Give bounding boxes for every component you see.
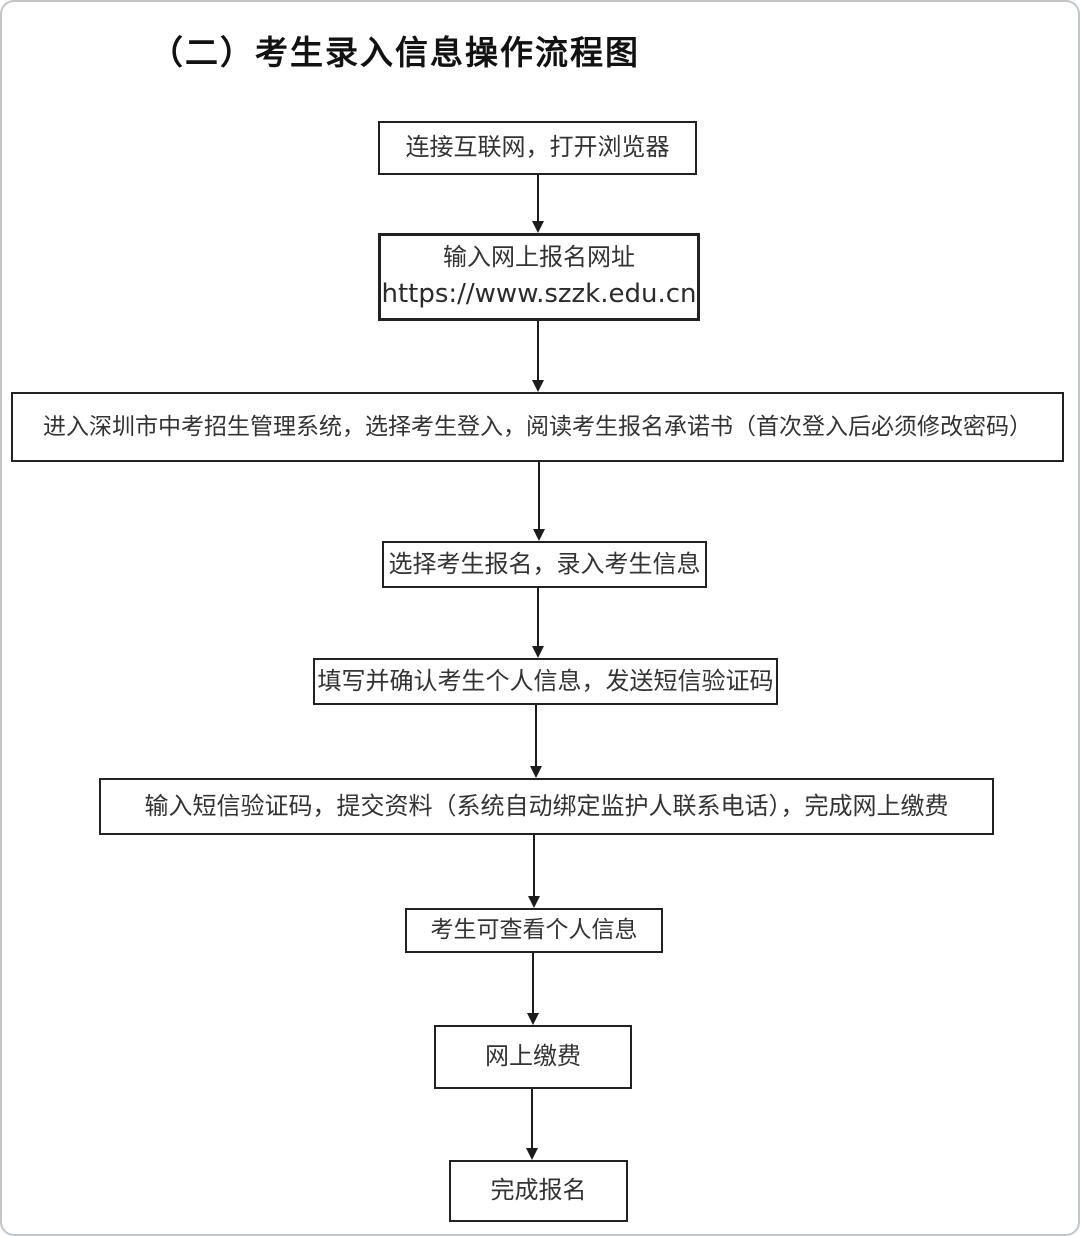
- step-select-registration: 选择考生报名，录入考生信息: [382, 541, 707, 588]
- step-pay-online: 网上缴费: [434, 1025, 632, 1089]
- down-arrow: [528, 835, 540, 908]
- registration-url: https://www.szzk.edu.cn: [381, 279, 697, 310]
- down-arrow: [532, 321, 544, 392]
- down-arrow: [532, 588, 544, 658]
- step-view-personal-info: 考生可查看个人信息: [405, 908, 663, 953]
- page-title: （二）考生录入信息操作流程图: [150, 33, 640, 72]
- down-arrow: [527, 953, 539, 1025]
- down-arrow: [530, 705, 542, 778]
- down-arrow: [533, 462, 545, 541]
- step-open-browser: 连接互联网，打开浏览器: [378, 121, 697, 175]
- step-enter-url-label: 输入网上报名网址: [443, 245, 635, 272]
- step-login-system: 进入深圳市中考招生管理系统，选择考生登入，阅读考生报名承诺书（首次登入后必须修改…: [11, 392, 1064, 462]
- step-enter-url: 输入网上报名网址 https://www.szzk.edu.cn: [378, 233, 700, 321]
- step-submit-verify-pay: 输入短信验证码，提交资料（系统自动绑定监护人联系电话），完成网上缴费: [99, 778, 994, 835]
- down-arrow: [526, 1089, 538, 1160]
- down-arrow: [532, 175, 544, 233]
- step-fill-confirm-info: 填写并确认考生个人信息，发送短信验证码: [313, 658, 778, 705]
- step-complete-registration: 完成报名: [449, 1160, 628, 1222]
